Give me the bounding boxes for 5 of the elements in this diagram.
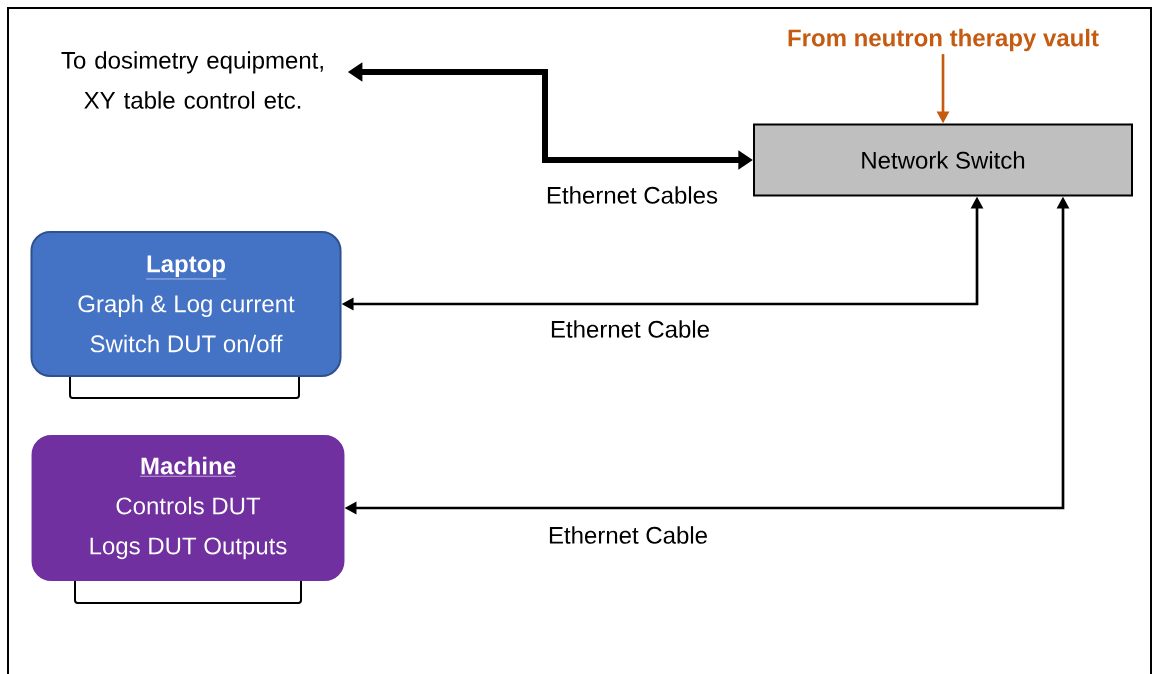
switch-box: Network Switch	[753, 123, 1133, 197]
computer-box: Laptop Graph & Log current Switch DUT on/off	[30, 231, 342, 399]
source-note: From neutron therapy vault	[788, 28, 1099, 52]
computer-box: Machine Controls DUT Logs DUT Outputs	[31, 435, 345, 604]
destination-text: To dosimetry equipment, XY table control etc.	[61, 51, 323, 109]
